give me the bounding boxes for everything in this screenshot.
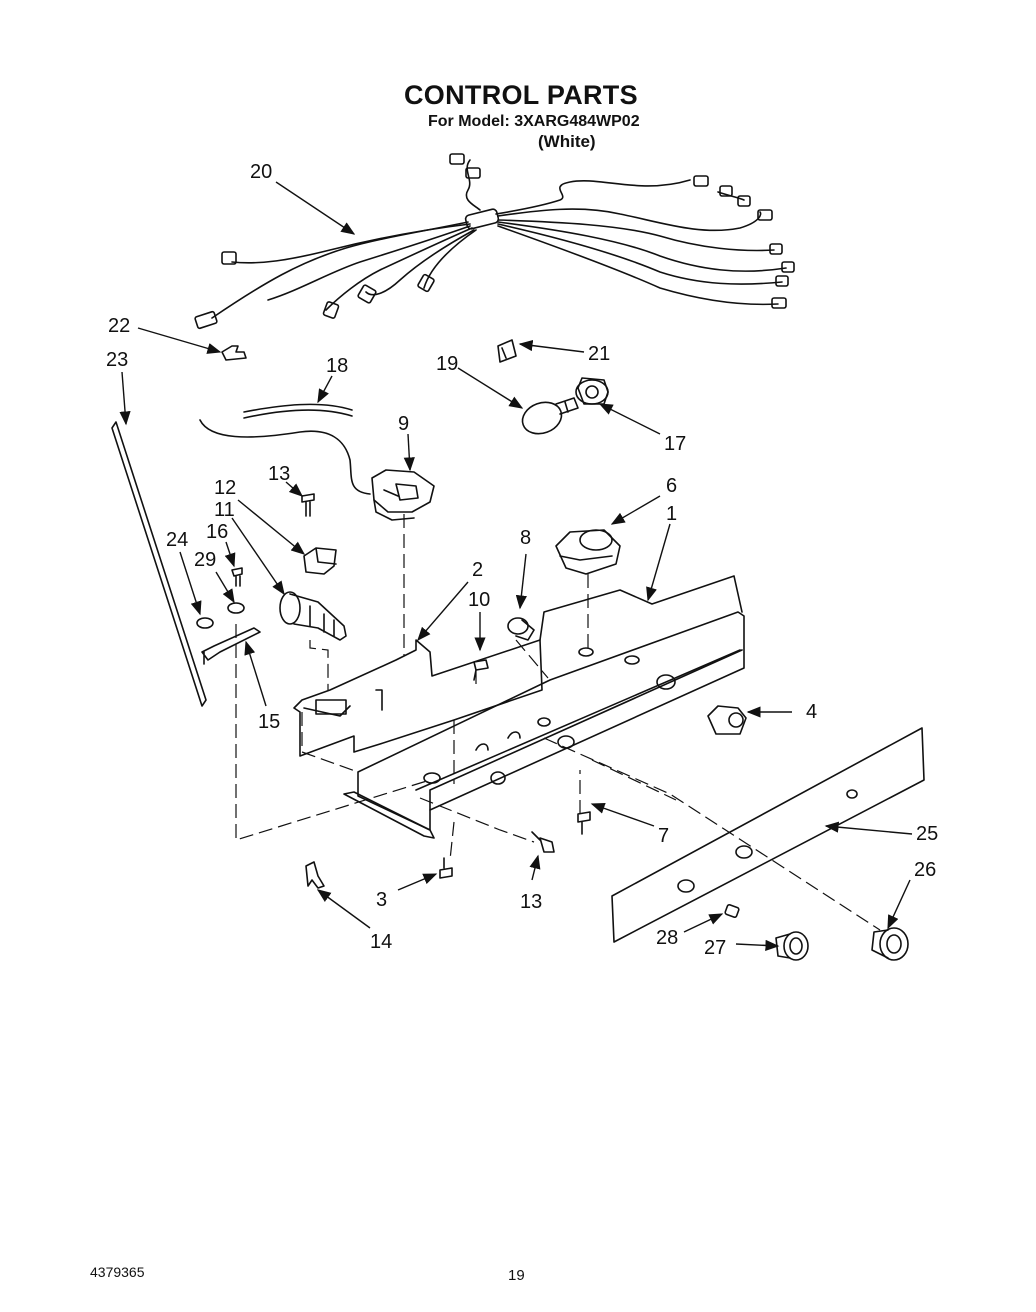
rod-part <box>111 421 207 707</box>
control-trim-strip-part <box>611 727 925 943</box>
callout-17: 17 <box>664 433 686 455</box>
light-switch-part <box>507 617 535 641</box>
callout-10: 10 <box>468 589 490 611</box>
callout-25: 25 <box>916 823 938 845</box>
callout-19: 19 <box>436 353 458 375</box>
assembly-dashed-lines <box>235 514 881 931</box>
screw-part-7 <box>577 811 591 835</box>
callout-23: 23 <box>106 349 128 371</box>
defrost-timer-part <box>555 529 621 575</box>
washer-part-29 <box>227 602 245 614</box>
callout-27: 27 <box>704 937 726 959</box>
callout-28: 28 <box>656 927 678 949</box>
callout-13-lower: 13 <box>520 891 542 913</box>
color-subtitle: (White) <box>538 132 596 151</box>
callout-13-upper: 13 <box>268 463 290 485</box>
knob-part-27 <box>775 931 809 961</box>
callout-15: 15 <box>258 711 280 733</box>
clip-part <box>221 345 247 361</box>
capillary-tube-part <box>199 403 371 495</box>
callout-1: 1 <box>666 503 677 525</box>
washer-part-24 <box>196 617 214 629</box>
socket-clip-part <box>497 339 517 363</box>
callout-4: 4 <box>806 701 817 723</box>
callout-9: 9 <box>398 413 409 435</box>
button-part-28 <box>724 904 740 918</box>
callout-20: 20 <box>250 161 272 183</box>
damper-control-part <box>279 591 347 641</box>
bracket-part <box>303 547 337 575</box>
callout-7: 7 <box>658 825 669 847</box>
callout-24: 24 <box>166 529 188 551</box>
callout-29: 29 <box>194 549 216 571</box>
screw-part-16 <box>231 567 243 587</box>
screw-part-upper <box>301 493 315 517</box>
page-title: CONTROL PARTS <box>404 80 638 110</box>
screw-part-lower <box>531 831 555 853</box>
screw-part-3 <box>439 857 453 879</box>
leader-arrows <box>119 181 913 951</box>
callout-14: 14 <box>370 931 392 953</box>
light-bulb-part <box>521 397 579 435</box>
callout-2: 2 <box>472 559 483 581</box>
control-housing-part <box>343 575 745 839</box>
page-number: 19 <box>508 1267 525 1284</box>
callout-18: 18 <box>326 355 348 377</box>
knob-part-26 <box>871 927 909 961</box>
callout-26: 26 <box>914 859 936 881</box>
callout-8: 8 <box>520 527 531 549</box>
model-subtitle: For Model: 3XARG484WP02 <box>428 113 640 130</box>
document-number: 4379365 <box>90 1264 145 1280</box>
control-bracket-part <box>293 639 543 757</box>
callout-22: 22 <box>108 315 130 337</box>
lever-part <box>201 627 261 665</box>
callout-labels: 20 22 23 18 21 19 17 9 13 12 11 16 6 8 1… <box>106 161 938 959</box>
callout-3: 3 <box>376 889 387 911</box>
door-switch-part <box>707 705 747 735</box>
lamp-socket-part <box>575 377 609 405</box>
callout-12: 12 <box>214 477 236 499</box>
wiring-harness-part <box>194 153 795 330</box>
cold-control-part <box>371 469 435 521</box>
callout-6: 6 <box>666 475 677 497</box>
clip-part-14 <box>305 861 325 889</box>
callout-11: 11 <box>214 499 235 521</box>
callout-16: 16 <box>206 521 228 543</box>
callout-21: 21 <box>588 343 610 365</box>
